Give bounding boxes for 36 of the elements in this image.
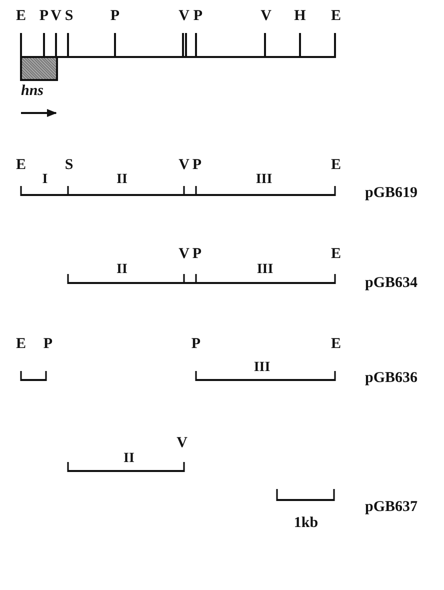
site-label: E (331, 158, 341, 173)
plasmid-name: pGB637 (365, 500, 418, 515)
site-label: P (191, 337, 201, 352)
site-label: V (260, 9, 272, 24)
segment-label: III (256, 173, 272, 187)
site-label: E (16, 9, 26, 24)
segment-label: II (116, 173, 128, 187)
plasmid-name: pGB636 (365, 371, 418, 386)
site-label: V (176, 436, 188, 451)
plasmid-name: pGB634 (365, 276, 418, 291)
site-label: P (192, 247, 202, 262)
segment-label: II (124, 452, 134, 466)
site-label: E (331, 337, 341, 352)
site-label: V (50, 9, 62, 24)
site-label: E (331, 247, 341, 262)
gene-name: hns (21, 84, 44, 99)
site-label: S (64, 9, 74, 24)
site-label: V (178, 158, 190, 173)
site-label: S (64, 158, 74, 173)
site-label: V (178, 9, 190, 24)
site-label: E (16, 158, 26, 173)
segment-label: III (254, 361, 270, 375)
plasmid-name: pGB619 (365, 186, 418, 201)
site-label: P (110, 9, 120, 24)
site-label: H (294, 9, 306, 24)
segment-label: I (42, 173, 48, 187)
site-label: P (192, 158, 202, 173)
site-label: P (43, 337, 53, 352)
segment-label: II (116, 263, 128, 277)
site-label: E (331, 9, 341, 24)
site-label: P (193, 9, 203, 24)
segment-label: III (256, 263, 274, 277)
site-label: P (39, 9, 49, 24)
site-label: E (16, 337, 26, 352)
scale-label: 1kb (294, 516, 318, 531)
site-label: V (178, 247, 190, 262)
